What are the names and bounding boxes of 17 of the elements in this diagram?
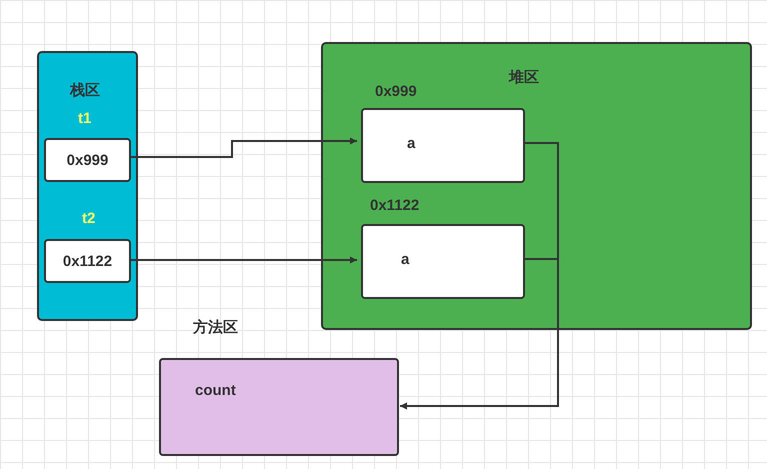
variable-label: t1 xyxy=(78,110,92,127)
box-heading: 方法区 xyxy=(193,318,238,337)
region-title: 栈区 xyxy=(70,81,100,100)
reference-box: 0x999 xyxy=(44,138,131,182)
memory-region xyxy=(321,42,752,330)
memory-region xyxy=(37,51,138,321)
arrow xyxy=(131,138,357,158)
field-name: count xyxy=(195,382,236,399)
box-heading: 0x1122 xyxy=(370,197,420,214)
arrow xyxy=(131,256,357,264)
reference-box: 0x1122 xyxy=(44,239,131,283)
field-name: a xyxy=(407,135,416,152)
field-name: a xyxy=(401,251,410,268)
region-title: 堆区 xyxy=(509,68,539,87)
box-heading: 0x999 xyxy=(375,83,417,100)
arrow xyxy=(400,258,559,410)
variable-label: t2 xyxy=(82,210,96,227)
